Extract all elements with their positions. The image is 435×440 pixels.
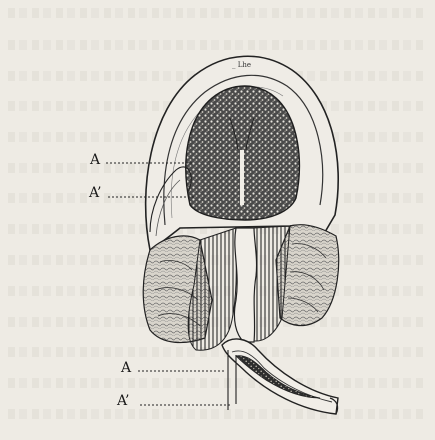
central-canal xyxy=(234,228,256,342)
label-upper-a: A xyxy=(90,153,100,167)
seal-text: _ Lhe xyxy=(232,61,251,69)
lower-horn xyxy=(222,339,338,414)
label-lower-a: A xyxy=(121,361,131,375)
label-lower-a-prime: A’ xyxy=(117,394,130,408)
label-upper-a-prime: A’ xyxy=(89,186,102,200)
